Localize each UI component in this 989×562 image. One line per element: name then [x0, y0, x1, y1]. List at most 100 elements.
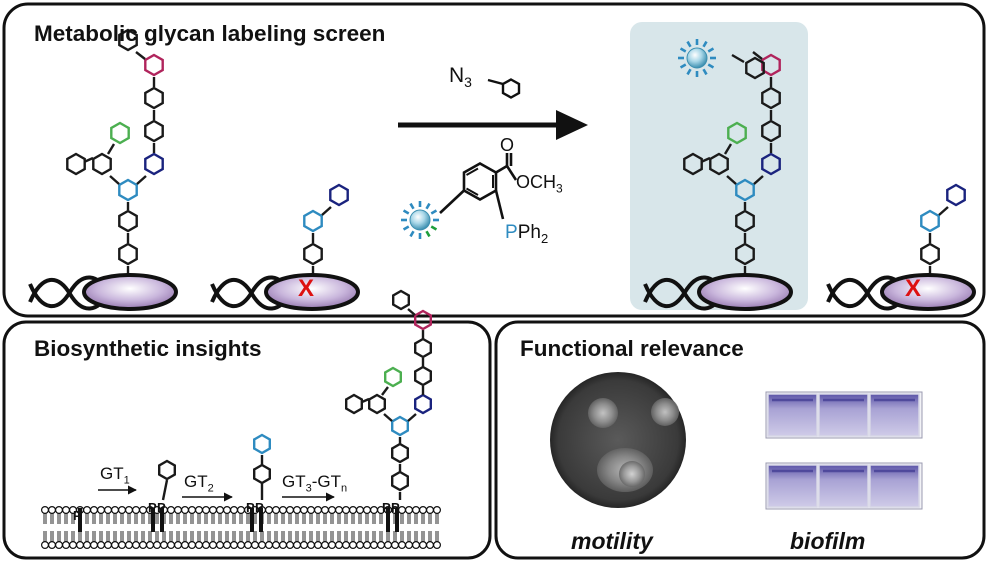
lipid-head: [363, 540, 372, 549]
lipid-head: [342, 540, 351, 549]
fluorescence-ray: [402, 209, 410, 215]
lipid-head: [377, 540, 386, 549]
lipid-head: [370, 540, 379, 549]
lipid-head: [139, 540, 148, 549]
lipid-anchor: [78, 508, 82, 532]
motility-label: motility: [571, 528, 653, 554]
pathway-step-label: GT1: [100, 464, 130, 487]
lipid-head: [188, 506, 197, 515]
sugar-ring: [118, 178, 138, 202]
lipid-head: [61, 506, 70, 515]
fluorescence-ray: [430, 225, 438, 231]
lipid-head: [181, 506, 190, 515]
lipid-head: [174, 506, 183, 515]
lipid-head: [237, 540, 246, 549]
lipid-head: [300, 540, 309, 549]
lipid-head: [47, 506, 56, 515]
lipid-head: [40, 506, 49, 515]
lipid-head: [384, 540, 393, 549]
lipid-head: [307, 540, 316, 549]
fluorescence-ray: [686, 68, 692, 76]
glycosidic-bond: [381, 386, 389, 396]
fluorescence-ray: [702, 40, 708, 48]
lipid-head: [188, 540, 197, 549]
lipid-head: [124, 540, 133, 549]
lipid-head: [272, 506, 281, 515]
lipid-head: [181, 540, 190, 549]
glycosidic-bond: [106, 143, 116, 155]
sugar-ring: [66, 152, 86, 176]
glycosidic-bond: [731, 53, 745, 64]
lipid-head: [167, 506, 176, 515]
ester-label: OCH3: [516, 172, 563, 196]
lipid-anchor: [160, 508, 164, 532]
sugar-ring: [144, 86, 164, 110]
phosphine-probe: [439, 153, 518, 220]
lipid-head: [272, 540, 281, 549]
sugar-ring: [118, 242, 138, 266]
lipid-head: [349, 540, 358, 549]
lipid-head: [328, 506, 337, 515]
fluorescence-ray: [425, 202, 431, 210]
lipid-head: [209, 506, 218, 515]
sugar-ring: [118, 28, 138, 52]
panel-functional-frame: [494, 320, 986, 560]
phosphate-label: P: [157, 500, 166, 515]
lipid-head: [419, 506, 428, 515]
lipid-head: [419, 540, 428, 549]
lipid-head: [216, 540, 225, 549]
lipid-head: [209, 540, 218, 549]
lipid-head: [335, 540, 344, 549]
azide-reagent: [487, 78, 521, 99]
sugar-ring: [392, 289, 410, 311]
lipid-head: [405, 506, 414, 515]
sugar-ring: [761, 119, 781, 143]
lipid-head: [314, 506, 323, 515]
fluorescence-ray: [707, 47, 715, 53]
lipid-head: [293, 506, 302, 515]
lipid-anchor: [259, 508, 263, 532]
lipid-head: [117, 540, 126, 549]
lipid-anchor: [250, 508, 254, 532]
lipid-head: [398, 540, 407, 549]
lipid-head: [223, 540, 232, 549]
pathway-step-label: GT2: [184, 472, 214, 495]
lipid-head: [405, 540, 414, 549]
sugar-ring: [303, 209, 323, 233]
lipid-head: [426, 506, 435, 515]
sugar-ring: [252, 463, 271, 485]
lipid-head: [82, 540, 91, 549]
lipid-head: [356, 540, 365, 549]
glycosidic-bond: [361, 397, 370, 404]
lipid-head: [342, 506, 351, 515]
glycosidic-bond: [135, 51, 146, 60]
lipid-head: [370, 506, 379, 515]
panel-screen-title: Metabolic glycan labeling screen: [34, 21, 386, 46]
sugar-ring: [735, 209, 755, 233]
lipid-head: [40, 540, 49, 549]
sugar-ring: [92, 152, 112, 176]
lipid-head: [237, 506, 246, 515]
lipid-head: [244, 540, 253, 549]
lipid-head: [202, 540, 211, 549]
lipid-head: [167, 540, 176, 549]
sugar-ring: [303, 242, 323, 266]
lipid-anchor: [151, 508, 155, 532]
sugar-ring: [683, 152, 703, 176]
glycosidic-bond: [161, 479, 169, 501]
sugar-ring: [946, 183, 966, 207]
lipid-head: [202, 506, 211, 515]
protein-unglycosylated: [264, 273, 360, 311]
lipid-head: [335, 506, 344, 515]
panel-biosynthetic-frame: [2, 320, 492, 560]
phosphine-label: PPh2: [505, 222, 549, 246]
lipid-head: [412, 506, 421, 515]
fluorescence-ray: [409, 230, 415, 238]
lipid-head: [307, 506, 316, 515]
pathway-step-label: GT3-GTn: [282, 472, 348, 495]
sugar-ring: [144, 152, 164, 176]
lipid-head: [349, 506, 358, 515]
fluorophore-bead: [686, 47, 708, 69]
glycosidic-bond: [726, 175, 737, 185]
